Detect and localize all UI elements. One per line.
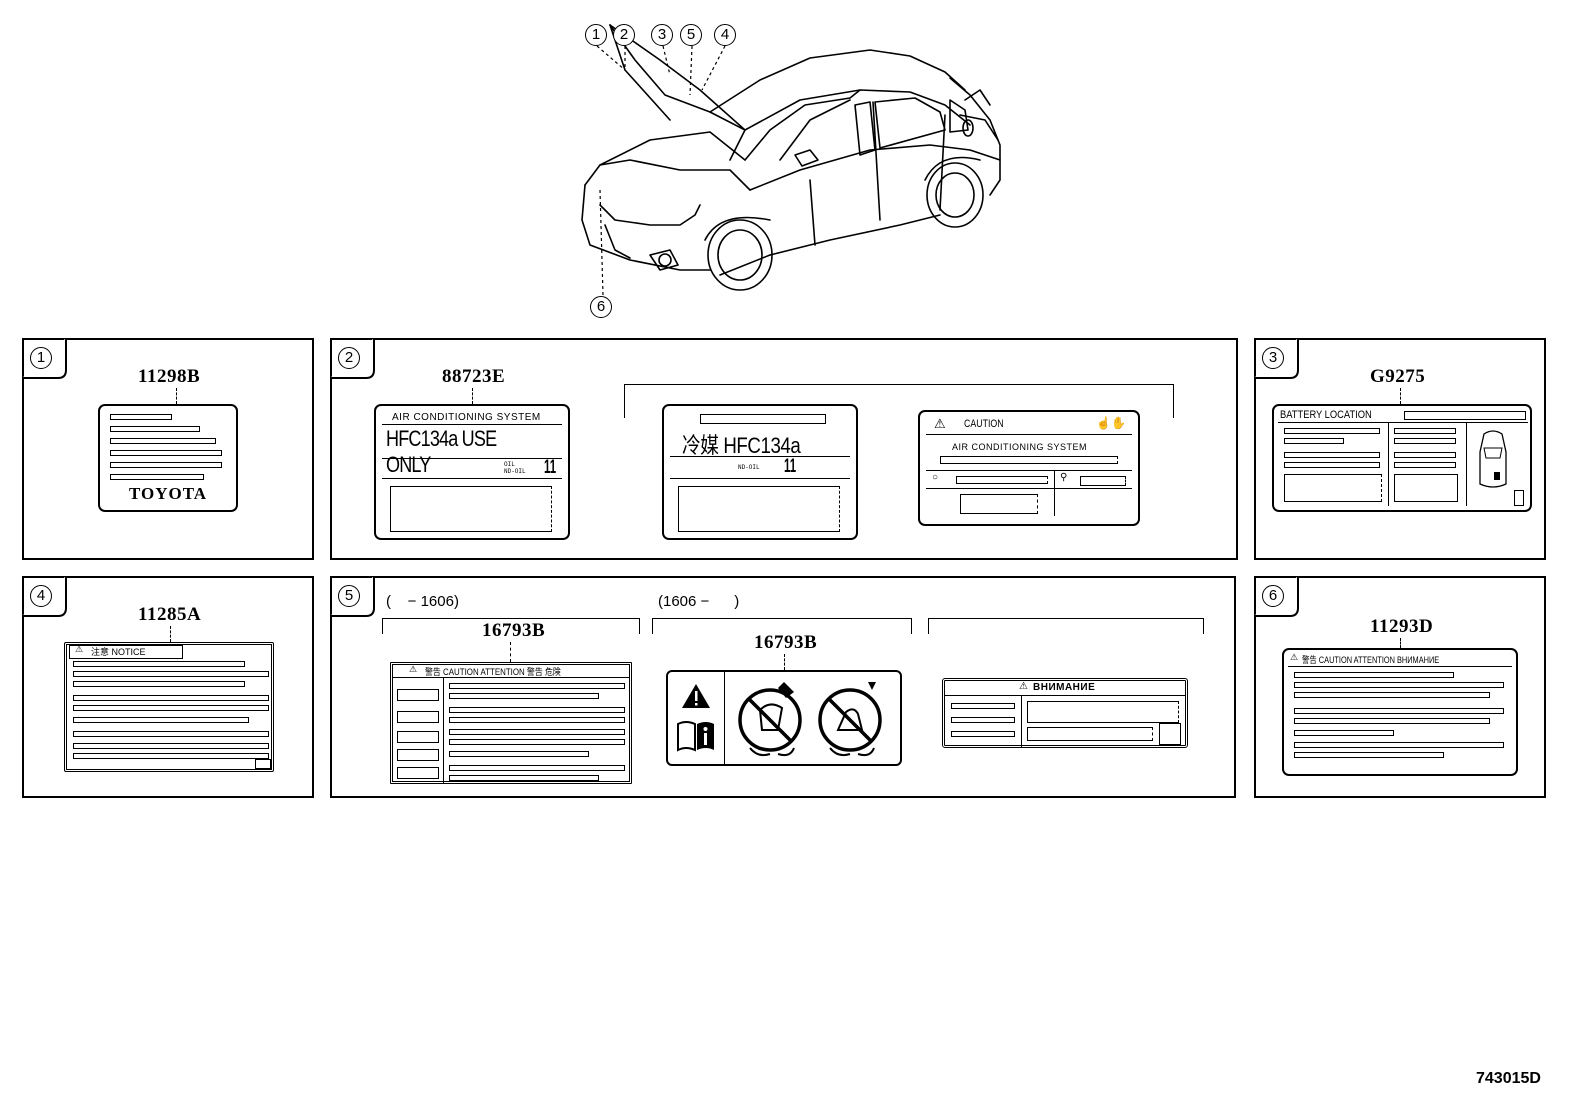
car-callout-6: 6 bbox=[590, 296, 612, 318]
part-number: 16793B bbox=[754, 632, 818, 653]
variant-bracket bbox=[624, 384, 1174, 418]
car-callout-4: 4 bbox=[714, 24, 736, 46]
label-vnimanie: ⚠ ВНИМАНИЕ bbox=[942, 678, 1188, 748]
label-ac-hfc134a-en: AIR CONDITIONING SYSTEM HFC134a USE ONLY… bbox=[374, 404, 570, 540]
car-callout-2: 2 bbox=[613, 24, 635, 46]
panel-badge: 4 bbox=[22, 576, 68, 618]
refrigerant-text: HFC134a USE ONLY bbox=[386, 426, 497, 477]
hand-icon: ☝✋ bbox=[1096, 416, 1126, 430]
warning-icon: ⚠ bbox=[934, 416, 946, 431]
car-top-view-icon bbox=[1479, 430, 1507, 488]
panel-4: 4 11285A ⚠ 注意 NOTICE bbox=[22, 576, 314, 798]
label-caution-attention: ⚠ 警告 CAUTION ATTENTION 警告 危険 bbox=[390, 662, 632, 784]
panel-badge: 3 bbox=[1254, 338, 1300, 380]
label-pictogram bbox=[666, 670, 902, 766]
panel-badge: 1 bbox=[22, 338, 68, 380]
label-notice: ⚠ 注意 NOTICE bbox=[64, 642, 274, 772]
car-illustration bbox=[581, 24, 1001, 296]
part-number: 16793B bbox=[482, 620, 546, 641]
warning-icon: ⚠ bbox=[75, 644, 84, 654]
car-callout-3: 3 bbox=[651, 24, 673, 46]
brand-text: TOYOTA bbox=[128, 484, 208, 503]
panel-6: 6 11293D ⚠ 警告 CAUTION ATTENTION ВНИМАНИЕ bbox=[1254, 576, 1546, 798]
warning-icon bbox=[682, 684, 710, 708]
warning-icon: ⚠ bbox=[409, 664, 418, 674]
part-number: G9275 bbox=[1370, 366, 1426, 387]
date-range-early: ( − 1606) bbox=[386, 593, 459, 610]
panel-badge: 5 bbox=[330, 576, 376, 618]
part-number: 88723E bbox=[442, 366, 506, 387]
label-battery-location: BATTERY LOCATION bbox=[1272, 404, 1532, 512]
o-ring-icon: ○ bbox=[932, 472, 939, 483]
label-ac-caution: ⚠ CAUTION ☝✋ AIR CONDITIONING SYSTEM ○ ⚲ bbox=[918, 410, 1140, 526]
wrench-icon: ⚲ bbox=[1060, 472, 1068, 483]
part-number: 11293D bbox=[1370, 616, 1434, 637]
no-child-seat-icon bbox=[738, 682, 802, 757]
car-callout-1: 1 bbox=[585, 24, 607, 46]
no-child-seat-rear-icon bbox=[818, 682, 882, 757]
panel-5: 5 ( − 1606) (1606 − ) 16793B 16793B ⚠ 警告… bbox=[330, 576, 1236, 798]
panel-3: 3 G9275 BATTERY LOCATION bbox=[1254, 338, 1546, 560]
warning-icon: ⚠ bbox=[1019, 681, 1028, 692]
diagram-code: 743015D bbox=[1476, 1070, 1541, 1087]
part-number: 11298B bbox=[138, 366, 201, 387]
part-number: 11285A bbox=[138, 604, 202, 625]
panel-1: 1 11298B TOYOTA bbox=[22, 338, 314, 560]
panel-badge: 6 bbox=[1254, 576, 1300, 618]
date-range-late: (1606 − ) bbox=[658, 593, 740, 610]
label-11298B: TOYOTA bbox=[98, 404, 238, 512]
label-ac-hfc134a-jp: 冷媒 HFC134a ND-OIL 11 bbox=[662, 404, 858, 540]
panel-2: 2 88723E AIR CONDITIONING SYSTEM HFC134a… bbox=[330, 338, 1238, 560]
car-callout-5: 5 bbox=[680, 24, 702, 46]
label-caution-multilang: ⚠ 警告 CAUTION ATTENTION ВНИМАНИЕ bbox=[1282, 648, 1518, 776]
manual-book-icon bbox=[677, 721, 714, 752]
panel-badge: 2 bbox=[330, 338, 376, 380]
warning-icon: ⚠ bbox=[1290, 652, 1299, 662]
